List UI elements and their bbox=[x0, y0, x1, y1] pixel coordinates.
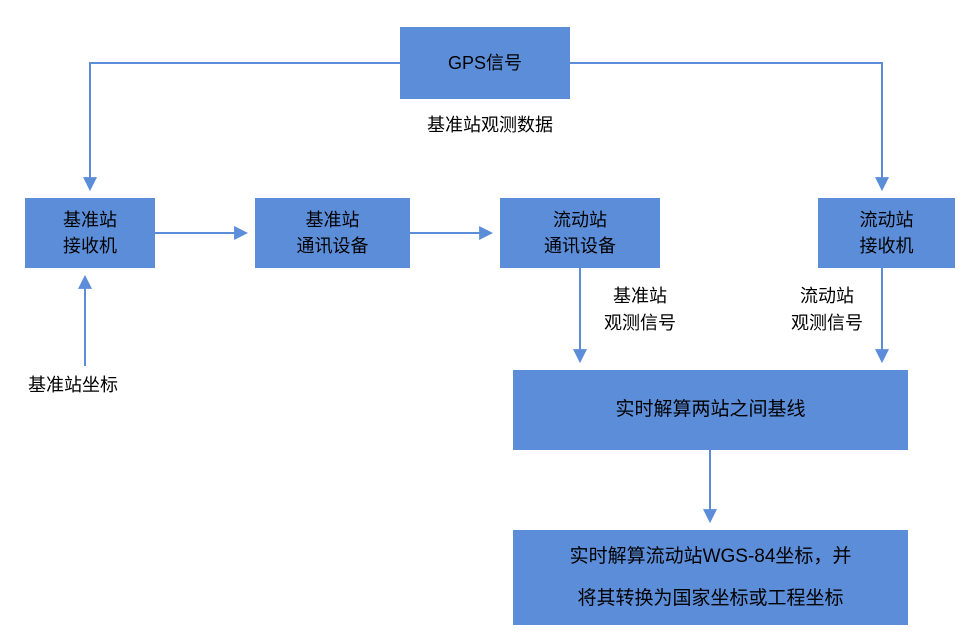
base-receiver-line2: 接收机 bbox=[63, 236, 117, 256]
base-obs-signal-line2: 观测信号 bbox=[604, 313, 676, 333]
baseline-solver-text: 实时解算两站之间基线 bbox=[615, 399, 806, 420]
rover-obs-signal-line2: 观测信号 bbox=[791, 313, 863, 333]
baseline-solver-box: 实时解算两站之间基线 bbox=[513, 370, 908, 450]
base-comm-line1: 基准站 bbox=[305, 210, 360, 230]
result-line1: 实时解算流动站WGS-84坐标，并 bbox=[569, 545, 852, 567]
base-obs-signal-line1: 基准站 bbox=[613, 286, 667, 306]
base-obs-data-label: 基准站观测数据 bbox=[427, 115, 553, 135]
base-comm-box: 基准站 通讯设备 bbox=[255, 198, 410, 268]
base-receiver-line1: 基准站 bbox=[63, 210, 117, 230]
rover-comm-line1: 流动站 bbox=[553, 210, 607, 230]
base-obs-signal-label: 基准站 观测信号 bbox=[585, 283, 695, 337]
result-box: 实时解算流动站WGS-84坐标，并 将其转换为国家坐标或工程坐标 bbox=[513, 530, 908, 625]
rover-receiver-line1: 流动站 bbox=[859, 210, 914, 230]
result-line2: 将其转换为国家坐标或工程坐标 bbox=[577, 587, 844, 609]
arrow-gps-to-rover-receiver bbox=[570, 62, 889, 192]
base-receiver-box: 基准站 接收机 bbox=[25, 198, 155, 268]
rover-comm-line2: 通讯设备 bbox=[544, 236, 616, 256]
rover-receiver-line2: 接收机 bbox=[859, 236, 914, 256]
rover-obs-signal-line1: 流动站 bbox=[800, 286, 854, 306]
base-comm-line2: 通讯设备 bbox=[296, 236, 369, 256]
rover-obs-signal-label: 流动站 观测信号 bbox=[772, 283, 882, 337]
rover-receiver-box: 流动站 接收机 bbox=[818, 198, 955, 268]
arrow-gps-to-base-receiver bbox=[83, 62, 400, 192]
gps-signal-box: GPS信号 bbox=[400, 27, 570, 99]
base-coords-label: 基准站坐标 bbox=[28, 375, 118, 395]
rover-comm-box: 流动站 通讯设备 bbox=[500, 198, 660, 268]
gps-signal-text: GPS信号 bbox=[447, 53, 522, 73]
